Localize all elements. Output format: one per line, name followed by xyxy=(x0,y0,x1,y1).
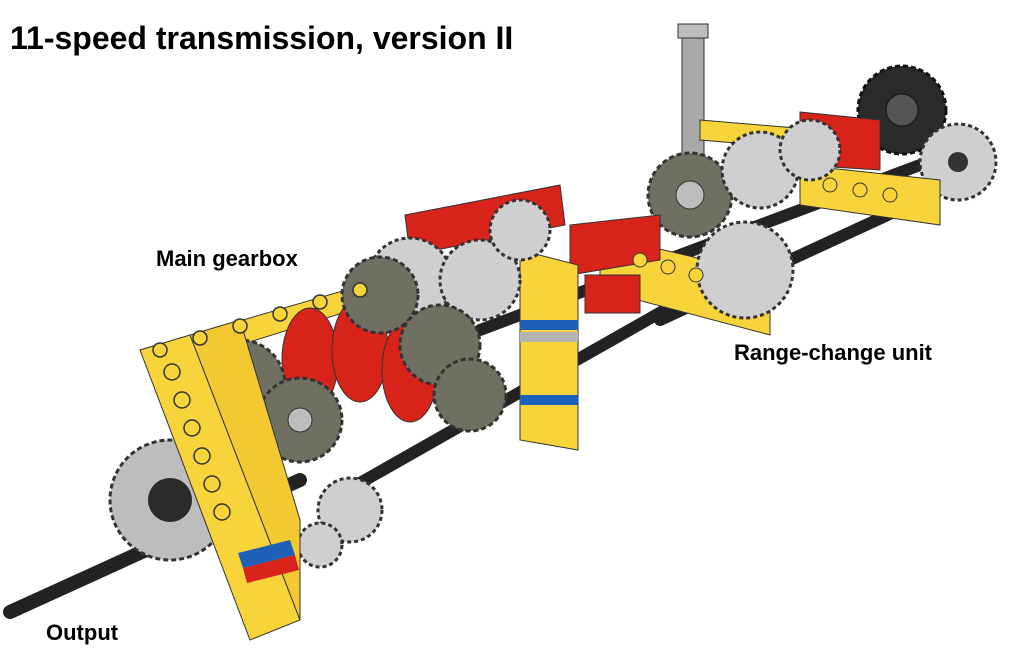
gearbox-gear-back-3 xyxy=(488,198,552,262)
gearbox-gear-back-2 xyxy=(438,238,522,322)
range-gear-1-hub xyxy=(675,180,705,210)
range-change-unit-label: Range-change unit xyxy=(734,340,933,365)
front-plate-red-stripe xyxy=(243,555,299,583)
rear-plate-gray-stripe xyxy=(520,332,578,342)
range-beam-hole xyxy=(660,259,676,275)
stud xyxy=(192,330,208,346)
range-beam-hole xyxy=(852,182,868,198)
dark-gear-3 xyxy=(340,255,420,335)
rear-plate-blue-stripe-2 xyxy=(520,395,578,405)
beam-hole xyxy=(173,391,191,409)
light-gear-low-2 xyxy=(296,521,344,569)
output-label: Output xyxy=(46,620,119,645)
stud xyxy=(272,306,288,322)
front-plate-blue-stripe xyxy=(238,540,295,568)
dark-gear-hub xyxy=(287,407,313,433)
black-gear-hub xyxy=(885,93,919,127)
range-change-assembly xyxy=(569,23,998,336)
beam-hole xyxy=(193,447,211,465)
stud xyxy=(152,342,168,358)
range-beam-hole xyxy=(822,177,838,193)
lower-axle xyxy=(324,284,706,506)
range-beam-hole xyxy=(882,187,898,203)
stud xyxy=(352,282,368,298)
range-gear-3 xyxy=(778,118,842,182)
range-beam-hole xyxy=(688,267,704,283)
page-title: 11-speed transmission, version II xyxy=(10,20,514,56)
output-gear-cage-hub xyxy=(148,478,192,522)
rear-plate-blue-stripe xyxy=(520,320,578,330)
shift-shaft-cap xyxy=(677,23,709,39)
beam-hole xyxy=(213,503,231,521)
main-gearbox-assembly xyxy=(108,184,579,641)
stud xyxy=(232,318,248,334)
range-gear-4 xyxy=(695,220,795,320)
dark-gear-5 xyxy=(432,357,508,433)
gray-gear-right-hub xyxy=(948,152,968,172)
light-gear-low-1 xyxy=(316,476,384,544)
beam-hole xyxy=(203,475,221,493)
range-beam-hole xyxy=(632,252,648,268)
range-red-small xyxy=(584,274,641,314)
gearbox-rear-plate xyxy=(519,249,579,451)
main-gearbox-label: Main gearbox xyxy=(156,246,298,271)
beam-hole xyxy=(183,419,201,437)
stud xyxy=(312,294,328,310)
beam-hole xyxy=(163,363,181,381)
